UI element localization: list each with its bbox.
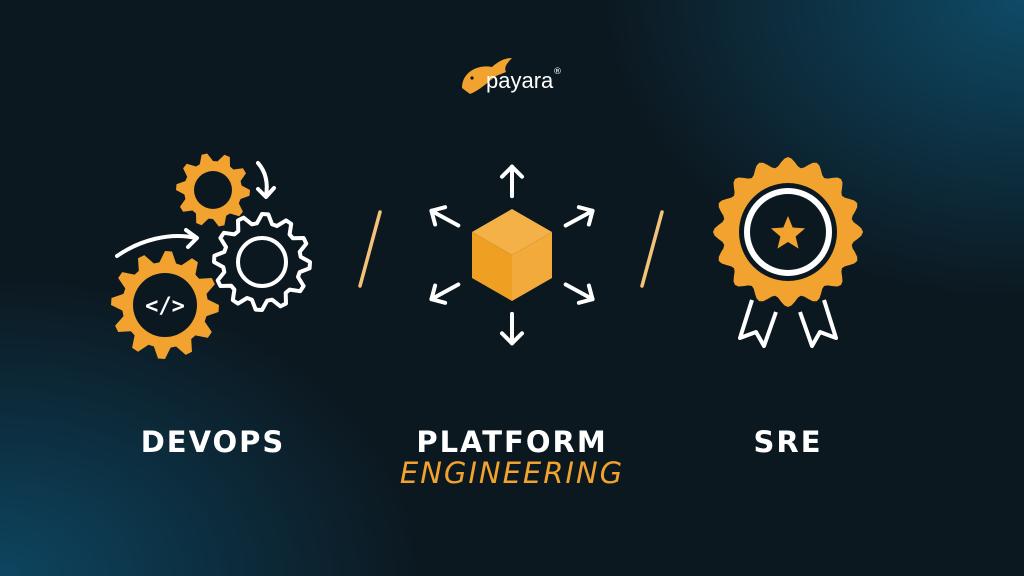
registered-mark: ®	[553, 67, 562, 77]
platform-label: PLATFORM	[416, 425, 608, 459]
star-icon	[770, 216, 806, 249]
divider-slash	[358, 210, 382, 288]
logo-text: payara	[486, 68, 554, 93]
outline-gear	[212, 212, 312, 312]
divider-slash	[640, 210, 664, 288]
devops-gears-icon: </>	[111, 153, 312, 359]
curved-arrow-icon	[256, 161, 276, 199]
devops-label: DEVOPS	[140, 425, 286, 459]
arrow-shaft	[563, 208, 595, 228]
arrow-shaft	[563, 282, 595, 302]
award-badge-icon	[713, 157, 863, 348]
arrow-shaft	[429, 282, 461, 302]
ribbon	[738, 299, 838, 348]
gear-hole	[236, 236, 288, 288]
cube-left	[472, 232, 512, 301]
gear-hole	[194, 171, 232, 209]
code-glyph: </>	[145, 294, 185, 319]
gear-hole	[133, 273, 197, 337]
curved-arrow-icon	[115, 228, 199, 258]
sre-label: SRE	[753, 425, 823, 459]
arrow-shaft	[429, 208, 461, 228]
cube-right	[512, 232, 552, 301]
engineering-label: ENGINEERING	[399, 456, 625, 490]
cube-arrows-icon	[429, 164, 595, 346]
payara-fish-logo	[462, 58, 512, 94]
